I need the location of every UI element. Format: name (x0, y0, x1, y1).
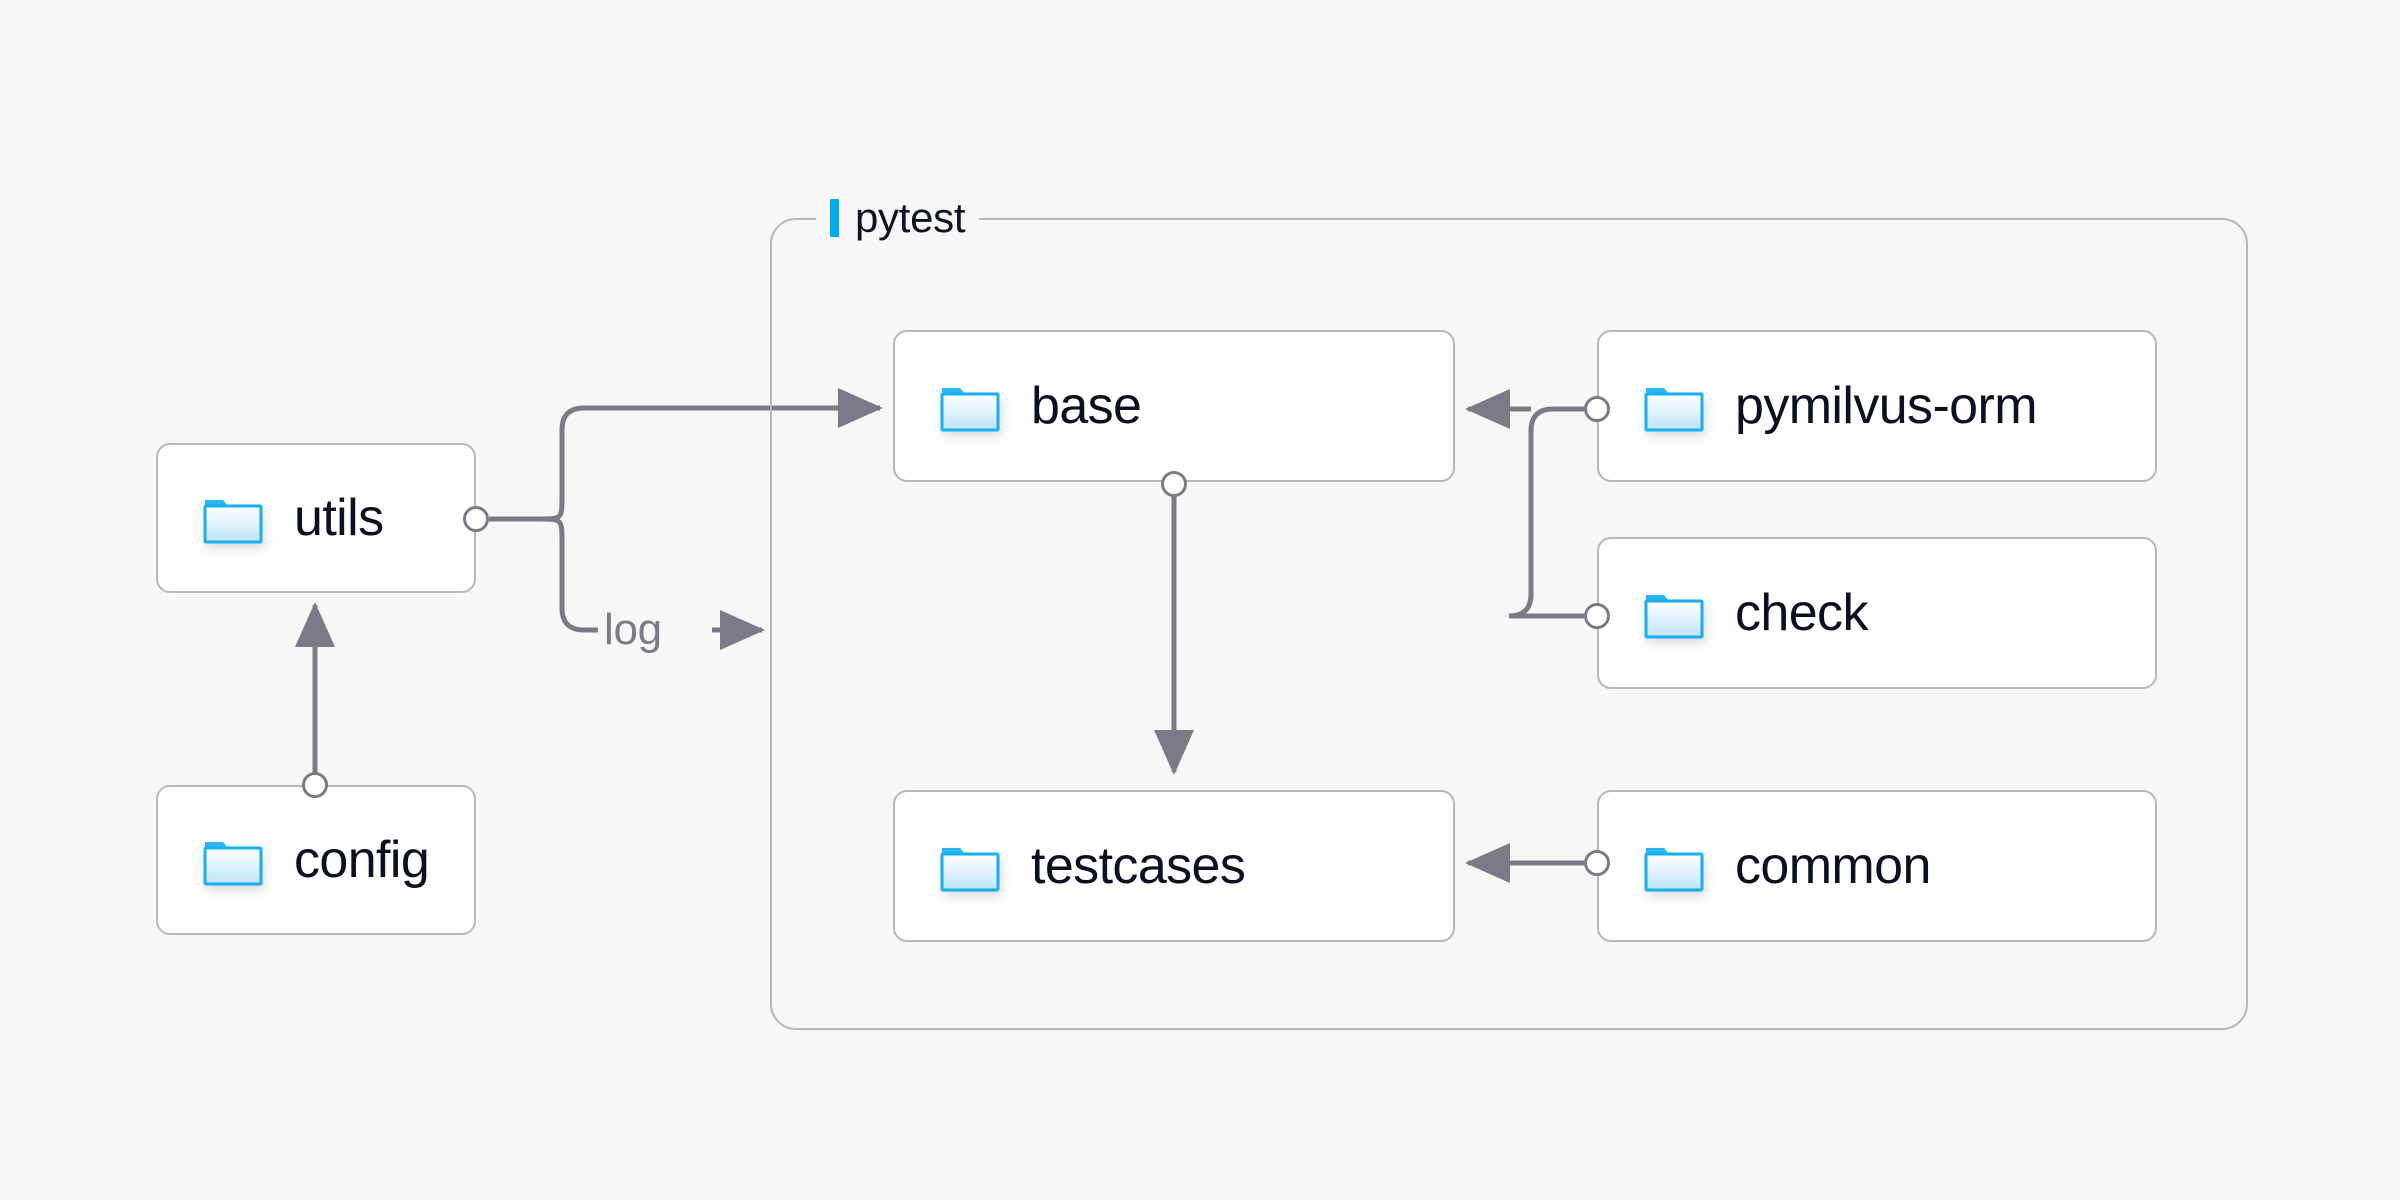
folder-icon (202, 833, 264, 887)
port-pymilvus-orm-left[interactable] (1584, 396, 1610, 422)
folder-icon (1643, 586, 1705, 640)
edge-label-log: log (598, 608, 668, 652)
folder-icon (202, 491, 264, 545)
group-pytest[interactable] (770, 218, 2248, 1030)
folder-icon (1643, 839, 1705, 893)
node-config-label: config (294, 831, 430, 889)
node-testcases-label: testcases (1031, 837, 1246, 895)
node-base-label: base (1031, 377, 1142, 435)
port-common-left[interactable] (1584, 850, 1610, 876)
port-utils-right[interactable] (463, 506, 489, 532)
folder-icon (939, 839, 1001, 893)
group-pytest-label-text: pytest (855, 194, 966, 241)
port-base-bottom[interactable] (1161, 471, 1187, 497)
node-common[interactable]: common (1597, 790, 2157, 942)
node-testcases[interactable]: testcases (893, 790, 1455, 942)
node-config[interactable]: config (156, 785, 476, 935)
folder-icon (939, 379, 1001, 433)
port-check-left[interactable] (1584, 603, 1610, 629)
node-utils-label: utils (294, 489, 384, 547)
node-common-label: common (1735, 837, 1931, 895)
edge-utils-log-stem (538, 516, 600, 633)
node-pymilvus-orm[interactable]: pymilvus-orm (1597, 330, 2157, 482)
group-pytest-label: pytest (816, 191, 980, 245)
node-check[interactable]: check (1597, 537, 2157, 689)
port-config-top[interactable] (302, 772, 328, 798)
node-utils[interactable]: utils (156, 443, 476, 593)
folder-icon (1643, 379, 1705, 433)
node-base[interactable]: base (893, 330, 1455, 482)
node-check-label: check (1735, 584, 1868, 642)
group-accent-bar (830, 199, 839, 237)
node-pymilvus-orm-label: pymilvus-orm (1735, 377, 2038, 435)
